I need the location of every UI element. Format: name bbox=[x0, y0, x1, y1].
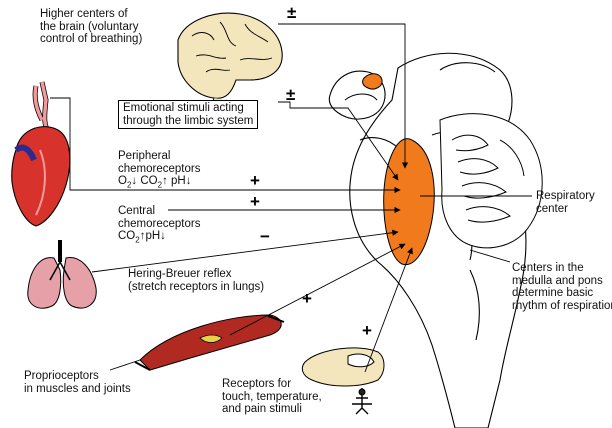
label-emotional-stimuli: Emotional stimuli acting through the lim… bbox=[118, 100, 259, 129]
sign-emotional: ± bbox=[286, 85, 296, 104]
heart-illustration bbox=[11, 81, 71, 227]
finger-illustration bbox=[301, 347, 385, 415]
label-peripheral-chemoreceptors: Peripheral chemoreceptors O2↓ CO2↑ pH↓ bbox=[118, 150, 201, 190]
label-central-chemoreceptors: Central chemoreceptors CO2↑pH↓ bbox=[118, 205, 201, 245]
sign-hering-breuer: − bbox=[260, 227, 270, 246]
sign-proprioceptors: + bbox=[302, 289, 312, 308]
label-medulla-pons: Centers in the medulla and pons determin… bbox=[512, 262, 612, 312]
sign-central: + bbox=[250, 192, 260, 211]
label-touch-receptors: Receptors for touch, temperature, and pa… bbox=[222, 378, 322, 415]
sign-peripheral: + bbox=[250, 171, 260, 190]
sign-touch-receptors: + bbox=[362, 321, 372, 340]
cerebellum-illustration bbox=[439, 113, 543, 249]
muscle-illustration bbox=[134, 314, 285, 371]
label-hering-breuer: Hering-Breuer reflex (stretch receptors … bbox=[128, 268, 265, 293]
label-higher-centers: Higher centers of the brain (voluntary c… bbox=[40, 8, 143, 45]
label-respiratory-center: Respiratory center bbox=[536, 190, 595, 215]
lungs-illustration bbox=[27, 240, 97, 309]
label-proprioceptors: Proprioceptors in muscles and joints bbox=[24, 370, 131, 395]
connector-lines bbox=[50, 23, 532, 373]
sign-higher-centers: ± bbox=[287, 3, 297, 22]
pineal-structure bbox=[362, 73, 383, 90]
